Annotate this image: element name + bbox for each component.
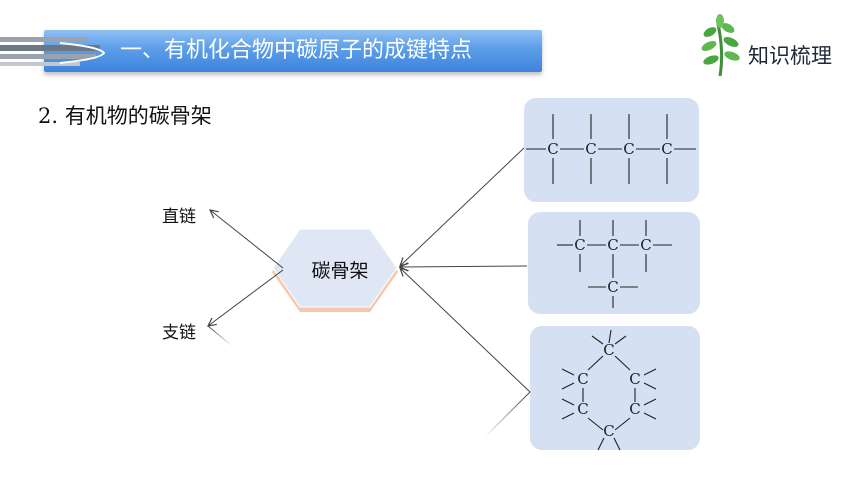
ring-panel — [530, 326, 700, 450]
svg-text:C: C — [603, 422, 614, 440]
arrow-from-straight-panel — [400, 147, 525, 266]
ring-structure — [561, 329, 657, 451]
svg-text:C: C — [577, 370, 588, 388]
straight-chain-label: 直链 — [162, 207, 196, 227]
branched-chain-label: 支链 — [162, 323, 196, 343]
svg-text:C: C — [629, 370, 640, 388]
arrow-to-branched-chain — [208, 269, 284, 326]
svg-text:C: C — [607, 236, 618, 254]
svg-text:C: C — [623, 140, 634, 158]
svg-text:C: C — [661, 140, 672, 158]
branched-chain-panel — [528, 212, 700, 314]
section-title: 一、有机化合物中碳原子的成键特点 — [120, 38, 473, 63]
center-node-label: 碳骨架 — [311, 260, 369, 282]
brand-label: 知识梳理 — [748, 44, 832, 68]
subtitle-number: 2. — [38, 104, 59, 128]
arrow-from-branched-panel — [400, 266, 528, 267]
svg-text:C: C — [607, 278, 618, 296]
svg-text:C: C — [640, 236, 651, 254]
ring-atoms: C C C C C C — [577, 341, 640, 440]
straight-chain-atoms: C C C C — [547, 140, 672, 158]
section-banner: 一、有机化合物中碳原子的成键特点 — [44, 30, 542, 72]
straight-chain-panel — [524, 98, 699, 202]
subtitle: 2. 有机物的碳骨架 — [38, 100, 212, 130]
subtitle-text: 有机物的碳骨架 — [64, 104, 212, 128]
banner-stripes-decoration — [0, 37, 106, 66]
svg-text:C: C — [547, 140, 558, 158]
svg-text:C: C — [574, 236, 585, 254]
svg-text:C: C — [577, 400, 588, 418]
branched-chain-structure — [557, 220, 672, 308]
svg-text:C: C — [603, 341, 614, 359]
branched-chain-atoms: C C C C — [574, 236, 651, 296]
straight-chain-structure — [526, 114, 696, 184]
arrow-to-straight-chain — [210, 210, 284, 269]
svg-text:C: C — [629, 400, 640, 418]
svg-text:C: C — [585, 140, 596, 158]
leaf-logo-icon — [701, 14, 740, 77]
arrow-from-ring-panel — [400, 268, 531, 393]
